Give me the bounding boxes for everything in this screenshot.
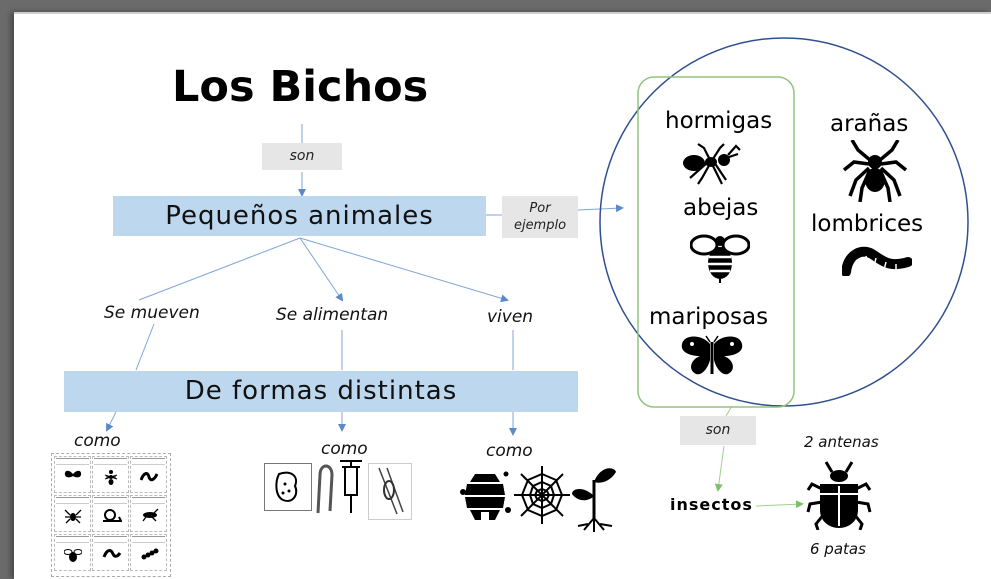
spiderweb-icon bbox=[514, 466, 570, 524]
card-snail bbox=[92, 495, 129, 532]
movement-cards-worksheet bbox=[51, 453, 171, 577]
butterfly-icon bbox=[681, 335, 743, 375]
branch-se-mueven: Se mueven bbox=[104, 303, 200, 323]
card-butterfly bbox=[54, 456, 91, 493]
branch-viven: viven bbox=[487, 307, 534, 327]
beehive-icon bbox=[460, 471, 511, 520]
habitat-icons bbox=[458, 460, 618, 532]
link-son-top: son bbox=[262, 143, 342, 170]
link-por-ejemplo-line2: ejemplo bbox=[513, 218, 567, 233]
caterpillar-icon bbox=[102, 549, 122, 558]
card-caterpillar bbox=[92, 534, 129, 571]
main-concept-box: Pequeños animales bbox=[113, 196, 486, 236]
como-label-2: como bbox=[321, 439, 368, 459]
example-hormigas: hormigas bbox=[665, 108, 773, 134]
centipede-icon bbox=[141, 548, 159, 560]
syringe-icon bbox=[340, 460, 362, 513]
example-abejas: abejas bbox=[683, 195, 759, 221]
ant-icon bbox=[683, 143, 741, 185]
beetle-icon bbox=[806, 461, 872, 530]
straw-syringe bbox=[314, 459, 368, 515]
leaf-icon bbox=[275, 471, 298, 502]
insectos-label: insectos bbox=[670, 495, 753, 514]
plant-icon bbox=[572, 468, 616, 532]
connector-lines bbox=[106, 37, 969, 509]
insectos-patas: 6 patas bbox=[810, 540, 866, 558]
branch-se-alimentan: Se alimentan bbox=[276, 305, 389, 325]
como-label-1: como bbox=[74, 431, 121, 451]
example-aranas: arañas bbox=[830, 111, 909, 137]
card-spider bbox=[54, 495, 91, 532]
link-por-ejemplo: Por ejemplo bbox=[502, 196, 578, 238]
grasshopper-icon bbox=[142, 508, 159, 522]
insect-group-rect bbox=[637, 76, 795, 408]
link-son-bottom: son bbox=[680, 416, 756, 445]
example-mariposas: mariposas bbox=[649, 304, 769, 330]
clamp-card bbox=[368, 463, 412, 520]
como-label-3: como bbox=[486, 441, 533, 461]
snail-icon bbox=[103, 509, 122, 522]
straw-icon bbox=[316, 464, 334, 514]
ant-icon bbox=[104, 470, 118, 485]
bee-icon bbox=[64, 549, 82, 562]
butterfly-icon bbox=[64, 470, 82, 481]
link-por-ejemplo-line1: Por bbox=[529, 201, 551, 216]
bee-icon bbox=[690, 234, 750, 283]
middle-concept-box: De formas distintas bbox=[64, 371, 578, 412]
card-centipede bbox=[130, 534, 167, 571]
clamp-icon bbox=[378, 467, 404, 515]
insectos-antenas: 2 antenas bbox=[804, 433, 879, 451]
leaf-card bbox=[264, 463, 312, 511]
card-grasshopper bbox=[130, 495, 167, 532]
spider-icon bbox=[64, 509, 82, 524]
example-lombrices: lombrices bbox=[811, 211, 924, 237]
page-title: Los Bichos bbox=[172, 62, 429, 112]
worm-icon bbox=[140, 472, 158, 482]
card-bee bbox=[54, 534, 91, 571]
worm-icon bbox=[842, 246, 912, 276]
card-ant bbox=[92, 456, 129, 493]
spider-icon bbox=[842, 140, 908, 202]
card-worm bbox=[130, 456, 167, 493]
concept-map-sheet: Los Bichos son Pequeños animales Por eje… bbox=[14, 12, 991, 579]
